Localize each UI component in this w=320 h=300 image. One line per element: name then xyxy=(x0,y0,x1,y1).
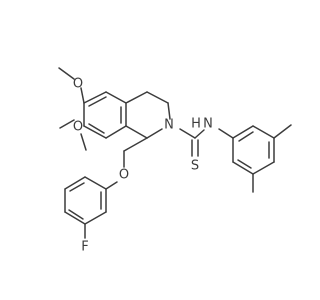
oxygen-label: O xyxy=(73,120,83,135)
bond xyxy=(69,182,85,192)
bond xyxy=(58,67,75,80)
molecule-structure: O O N N H S O F xyxy=(58,67,292,255)
atom-labels: O O N N H S O F xyxy=(73,77,213,255)
bond xyxy=(167,102,171,120)
bond xyxy=(80,87,85,104)
bond xyxy=(84,211,107,225)
bond xyxy=(252,125,275,139)
bond xyxy=(105,181,118,190)
bond xyxy=(146,128,163,139)
bond xyxy=(237,159,252,169)
bond xyxy=(83,125,107,139)
bond xyxy=(88,96,107,107)
bond xyxy=(64,176,86,190)
bond xyxy=(83,91,107,104)
bond xyxy=(84,176,107,190)
bond xyxy=(125,91,148,104)
bond xyxy=(273,124,292,139)
bond xyxy=(80,133,87,151)
bond xyxy=(123,137,148,152)
bond xyxy=(232,125,254,139)
bonds xyxy=(58,67,292,239)
nitrogen-label: N xyxy=(164,118,174,133)
bond xyxy=(194,129,205,139)
bond xyxy=(88,123,105,134)
bond xyxy=(238,131,254,142)
bond xyxy=(105,91,127,104)
oxygen-label: O xyxy=(73,77,83,92)
fluorine-label: F xyxy=(81,240,88,255)
bond xyxy=(232,161,254,175)
nitrogen-label: N xyxy=(203,117,213,132)
bond xyxy=(252,161,275,175)
bond xyxy=(64,211,86,225)
bond xyxy=(179,128,196,139)
bond xyxy=(146,91,169,104)
bond xyxy=(68,209,84,220)
hydrogen-label: H xyxy=(191,117,201,132)
bond xyxy=(105,125,127,139)
bond xyxy=(125,125,148,139)
sulfur-label: S xyxy=(191,159,199,174)
oxygen-label: O xyxy=(119,168,129,183)
bond xyxy=(218,128,234,139)
bond xyxy=(59,119,75,129)
